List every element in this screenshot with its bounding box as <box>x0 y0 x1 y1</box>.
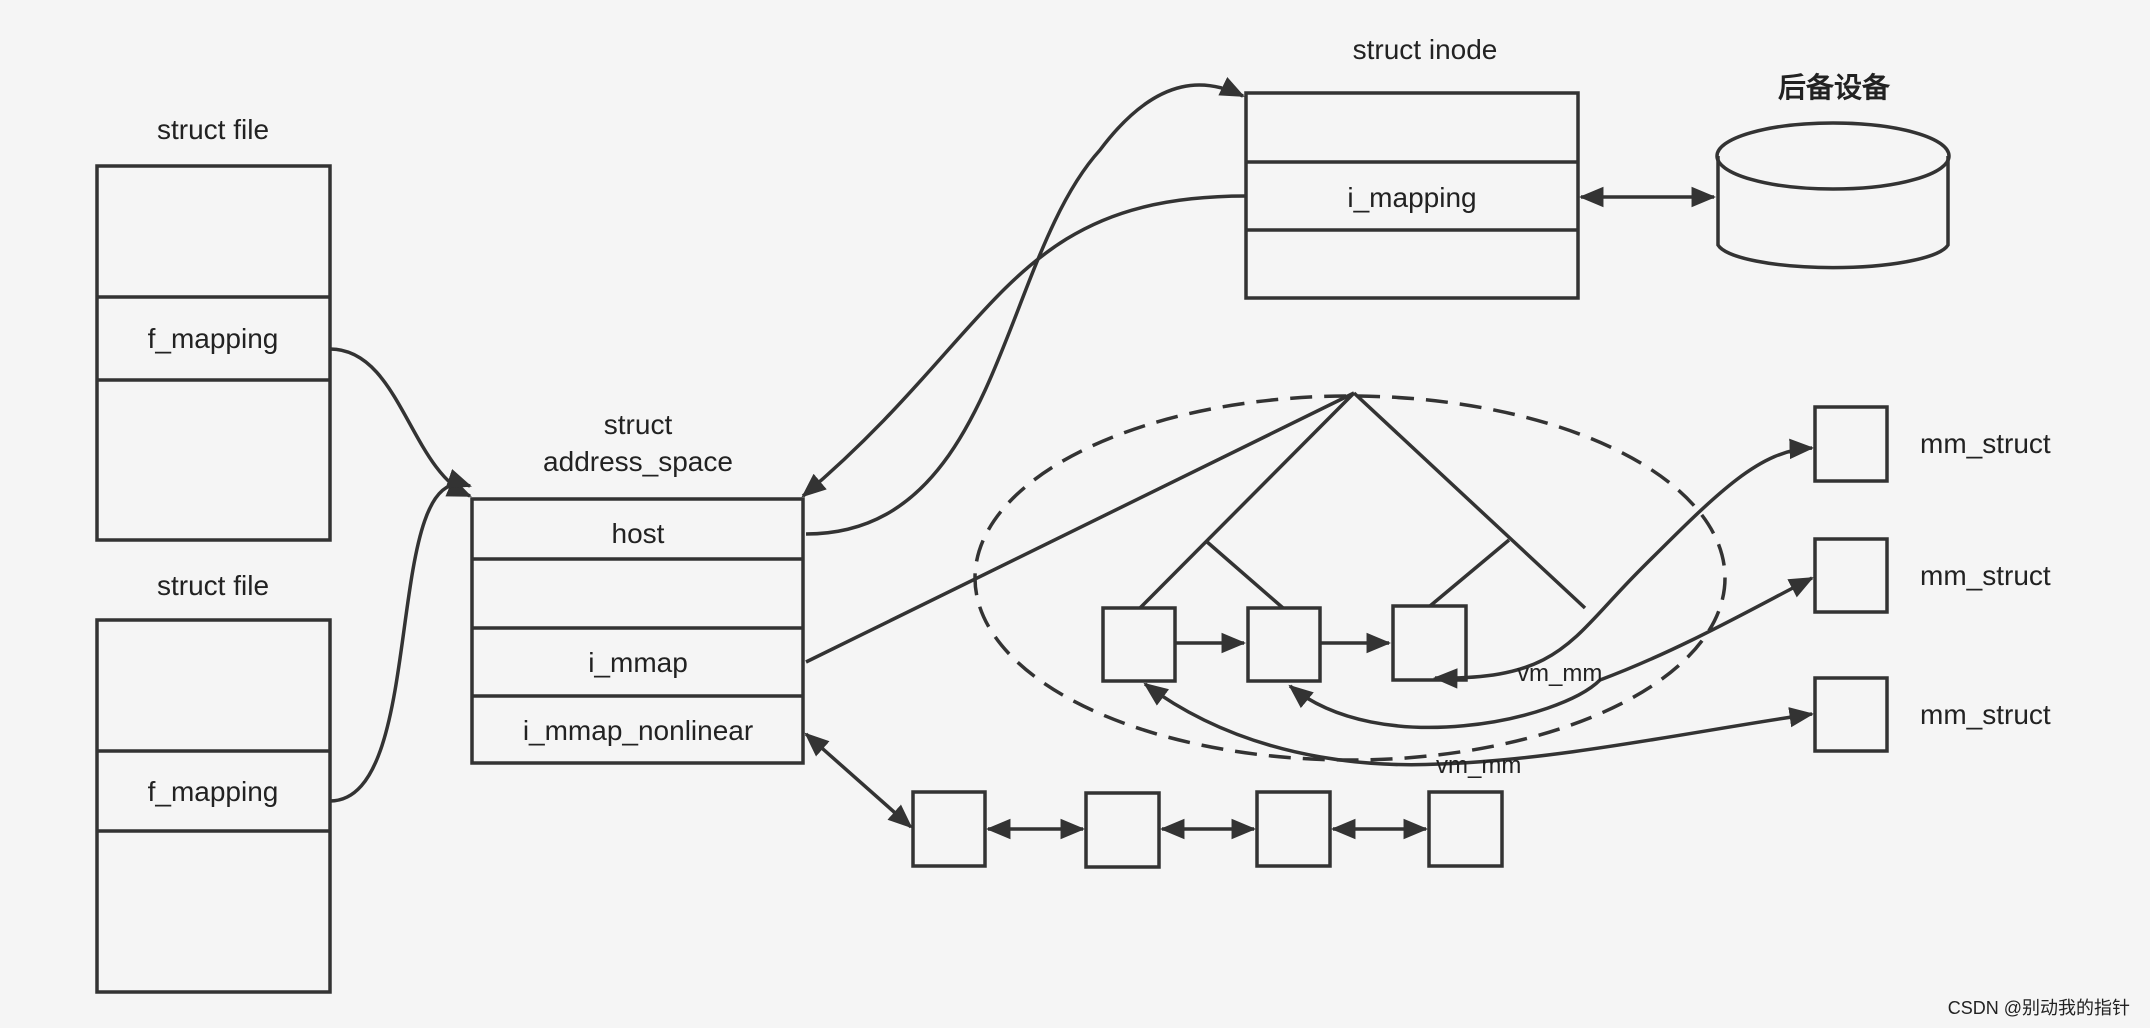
nonlinear-node-2 <box>1084 791 1161 869</box>
nonlinear-head-arrow <box>804 732 913 829</box>
vm-mm-arrow-node-2-to-mm-2 <box>1288 576 1814 730</box>
f-mapping-1-to-address-space-arrow <box>329 347 472 498</box>
backing-device-cylinder <box>1715 121 1951 270</box>
f-mapping-2-label: f_mapping <box>148 776 279 807</box>
host-field-label: host <box>612 518 665 549</box>
i-mmap-tree-boundary <box>973 394 1727 762</box>
struct-file-2 <box>95 618 332 994</box>
mm-struct-label-1: mm_struct <box>1920 428 2051 459</box>
struct-file-1-title: struct file <box>157 114 269 145</box>
address-space-title-1: struct <box>604 409 673 440</box>
mm-struct-label-2: mm_struct <box>1920 560 2051 591</box>
vma-node-tree-3 <box>1391 604 1468 682</box>
mm-struct-box-3 <box>1813 676 1889 753</box>
nonlinear-node-4 <box>1427 790 1504 868</box>
vma-node-tree-1 <box>1101 606 1177 683</box>
mm-struct-box-2 <box>1813 537 1889 614</box>
vm-mm-arrow-node-3-to-mm-1 <box>1432 438 1815 689</box>
host-to-inode-arrow <box>805 77 1245 536</box>
i-mmap-nonlinear-field-label: i_mmap_nonlinear <box>523 715 753 746</box>
struct-file-2-title: struct file <box>157 570 269 601</box>
i-mmap-tree <box>805 391 1587 664</box>
nonlinear-node-3 <box>1255 790 1332 868</box>
backing-device-label: 后备设备 <box>1778 72 1891 103</box>
mm-struct-label-3: mm_struct <box>1920 699 2051 730</box>
vm-mm-label-1: vm_mm <box>1517 660 1602 687</box>
i-mmap-field-label: i_mmap <box>588 647 688 678</box>
mm-struct-box-1 <box>1813 405 1889 483</box>
nonlinear-node-1 <box>911 790 987 868</box>
struct-address-space <box>470 497 805 765</box>
i-mapping-to-address-space-arrow <box>801 194 1247 498</box>
address-space-title-2: address_space <box>543 446 733 477</box>
i-mapping-field-label: i_mapping <box>1347 182 1476 213</box>
vm-mm-arrow-node-1-to-mm-3 <box>1143 682 1815 767</box>
vma-node-tree-2 <box>1246 606 1322 683</box>
f-mapping-2-to-address-space-arrow <box>329 469 472 803</box>
struct-inode-title: struct inode <box>1353 34 1498 65</box>
struct-file-1 <box>95 164 332 542</box>
vm-mm-label-2: vm_mm <box>1436 752 1521 779</box>
f-mapping-1-label: f_mapping <box>148 323 279 354</box>
csdn-watermark: CSDN @别动我的指针 <box>1948 998 2130 1018</box>
